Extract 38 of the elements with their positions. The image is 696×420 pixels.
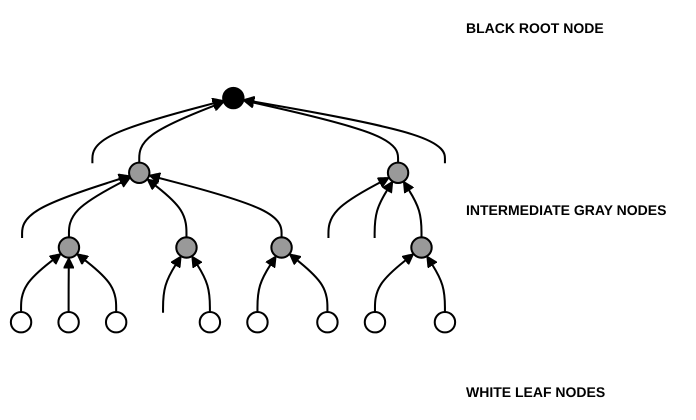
arrow	[21, 173, 130, 238]
arrow	[288, 253, 328, 312]
arrow	[426, 255, 446, 312]
arrow	[91, 98, 224, 164]
arrow	[327, 176, 390, 238]
node-circle	[128, 161, 150, 184]
node-circle	[246, 310, 269, 334]
node-level-label: WHITE LEAF NODES	[466, 384, 606, 400]
node-level-label: INTERMEDIATE GRAY NODES	[466, 202, 668, 218]
arrow	[68, 176, 131, 238]
node-circle	[198, 310, 222, 334]
arrow	[62, 257, 75, 312]
node-circle	[316, 310, 339, 334]
arrow	[76, 253, 118, 312]
arrow	[256, 255, 277, 312]
node-circle	[10, 310, 32, 334]
node-circle	[175, 236, 198, 259]
arrow	[374, 253, 414, 312]
node-circle	[410, 236, 433, 259]
node-level-label: BLACK ROOT NODE	[466, 20, 605, 36]
node-circle	[364, 310, 386, 334]
arrow	[191, 255, 211, 312]
node-circle	[270, 236, 293, 259]
arrow	[402, 180, 423, 238]
arrow	[138, 100, 224, 162]
node-circle	[58, 236, 80, 259]
node-circle	[57, 310, 80, 334]
node-circle	[222, 86, 245, 110]
arrow	[148, 172, 283, 238]
node-circle	[386, 161, 410, 184]
arrow	[146, 178, 188, 238]
node-circle	[104, 310, 128, 334]
arrow	[242, 96, 400, 162]
arrow	[162, 255, 182, 313]
arrow	[242, 96, 446, 164]
arrow	[20, 253, 62, 312]
node-circle	[434, 310, 456, 334]
arrow	[374, 180, 394, 238]
